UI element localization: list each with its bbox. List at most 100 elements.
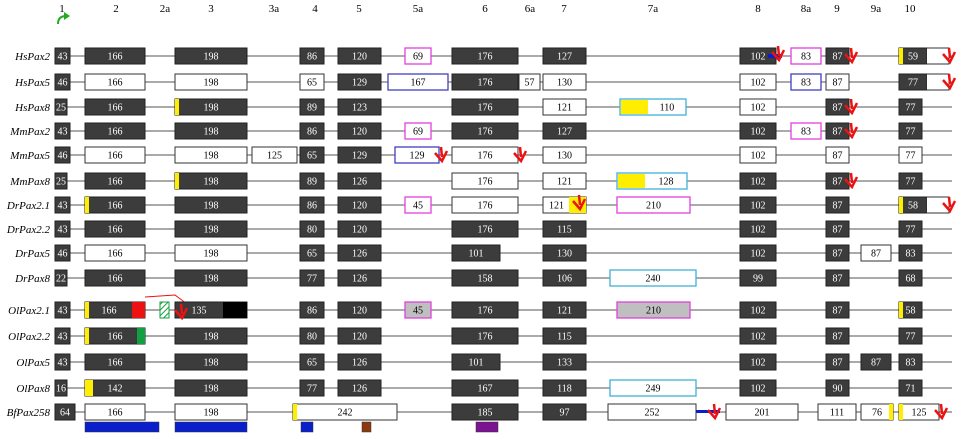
red-arrow-icon bbox=[771, 45, 786, 63]
domain-bar bbox=[84, 421, 160, 433]
exon-1: 46 bbox=[54, 146, 71, 164]
exon-8: 102 bbox=[739, 353, 777, 371]
gene-label: BfPax258 bbox=[7, 407, 51, 419]
exon-box bbox=[299, 301, 325, 319]
exon-9: 87 bbox=[825, 269, 850, 287]
exon-length: 176 bbox=[478, 52, 493, 63]
exon-length: 45 bbox=[413, 306, 423, 317]
exon-1: 43 bbox=[54, 122, 71, 140]
exon-box bbox=[898, 220, 923, 238]
exon-length: 102 bbox=[751, 358, 766, 369]
gene-label: MmPax5 bbox=[9, 150, 50, 162]
exon-length: 126 bbox=[352, 177, 367, 188]
exon-length: 86 bbox=[307, 201, 317, 212]
exon-length: 97 bbox=[560, 408, 570, 419]
exon-7a: 110 bbox=[619, 98, 687, 116]
exon-8: 102 bbox=[739, 45, 786, 65]
exon-7a: 240 bbox=[609, 269, 697, 287]
exon-6: 176 bbox=[451, 98, 519, 116]
exon-box bbox=[609, 269, 697, 287]
exon-3: 198 bbox=[174, 146, 248, 164]
exon-length: 102 bbox=[751, 177, 766, 188]
exon-box bbox=[542, 403, 587, 421]
yellow-region bbox=[175, 99, 179, 115]
exon-box bbox=[174, 47, 248, 65]
column-label-9: 9 bbox=[834, 3, 840, 15]
yellow-region bbox=[85, 380, 93, 396]
exon-5a: 69 bbox=[404, 122, 432, 140]
exon-length: 121 bbox=[557, 177, 572, 188]
exon-5a: 45 bbox=[404, 196, 432, 214]
exon-box bbox=[404, 122, 432, 140]
exon-7: 127 bbox=[542, 122, 587, 140]
exon-length: 198 bbox=[204, 201, 219, 212]
exon-box bbox=[739, 353, 777, 371]
exon-5: 126 bbox=[337, 244, 382, 262]
exon-length: 166 bbox=[102, 306, 117, 317]
exon-6: 176 bbox=[451, 301, 519, 319]
exon-length: 166 bbox=[108, 177, 123, 188]
exon-length: 65 bbox=[307, 249, 317, 260]
exon-length: 87 bbox=[833, 225, 843, 236]
exon-box bbox=[174, 220, 248, 238]
exon-length: 167 bbox=[411, 78, 426, 89]
exon-length: 71 bbox=[906, 384, 916, 395]
exon-5a: 167 bbox=[387, 73, 449, 91]
exon-length: 87 bbox=[833, 52, 843, 63]
exon-box bbox=[404, 196, 432, 214]
exon-length: 201 bbox=[755, 408, 770, 419]
exon-box bbox=[898, 327, 923, 345]
exon-10: 77 bbox=[898, 327, 923, 345]
exon-box bbox=[84, 269, 146, 287]
exon-box bbox=[825, 244, 850, 262]
exon-8: 102 bbox=[739, 146, 777, 164]
exon-box bbox=[542, 244, 587, 262]
exon-7: 130 bbox=[542, 146, 587, 164]
exon-5: 126 bbox=[337, 379, 382, 397]
exon-9a: 87 bbox=[860, 244, 892, 262]
exon-8a: 83 bbox=[790, 122, 822, 140]
gene-label: DrPax8 bbox=[14, 273, 50, 285]
yellow-region bbox=[85, 302, 89, 318]
exon-length: 43 bbox=[58, 358, 68, 369]
exon-box bbox=[739, 196, 777, 214]
exon-box bbox=[54, 403, 76, 421]
exon-box bbox=[542, 172, 587, 190]
red-arrow-icon bbox=[174, 303, 189, 321]
exon-box bbox=[84, 47, 146, 65]
exon-3: 198 bbox=[174, 122, 248, 140]
column-label-10: 10 bbox=[905, 3, 917, 15]
exon-length: 126 bbox=[352, 358, 367, 369]
exon-length: 176 bbox=[478, 127, 493, 138]
exon-2: 166 bbox=[84, 244, 146, 262]
exon-2: 166 bbox=[84, 327, 146, 345]
exon-length: 87 bbox=[833, 201, 843, 212]
exon-length: 198 bbox=[204, 408, 219, 419]
exon-length: 102 bbox=[751, 249, 766, 260]
exon-length: 77 bbox=[908, 78, 918, 89]
exon-box bbox=[174, 122, 248, 140]
exon-box bbox=[337, 327, 382, 345]
exon-length: 118 bbox=[557, 384, 572, 395]
exon-length: 176 bbox=[478, 151, 493, 162]
red-arrow-icon bbox=[434, 146, 449, 164]
domain-legend-bars bbox=[84, 421, 499, 433]
red-arrow-icon bbox=[844, 47, 859, 65]
exon-3: 135 bbox=[174, 301, 248, 321]
exon-length: 125 bbox=[912, 408, 927, 419]
exon-length: 115 bbox=[557, 225, 572, 236]
exon-length: 80 bbox=[307, 332, 317, 343]
exon-length: 65 bbox=[307, 78, 317, 89]
exon-length: 43 bbox=[58, 127, 68, 138]
exon-2: 166 bbox=[84, 73, 146, 91]
exon-length: 83 bbox=[801, 78, 811, 89]
exon-7: 115 bbox=[542, 220, 587, 238]
exon-box bbox=[825, 73, 850, 91]
column-label-2: 2 bbox=[113, 3, 119, 15]
exon-box bbox=[825, 196, 850, 214]
exon-2: 142 bbox=[84, 379, 146, 397]
exon-length: 125 bbox=[267, 151, 282, 162]
